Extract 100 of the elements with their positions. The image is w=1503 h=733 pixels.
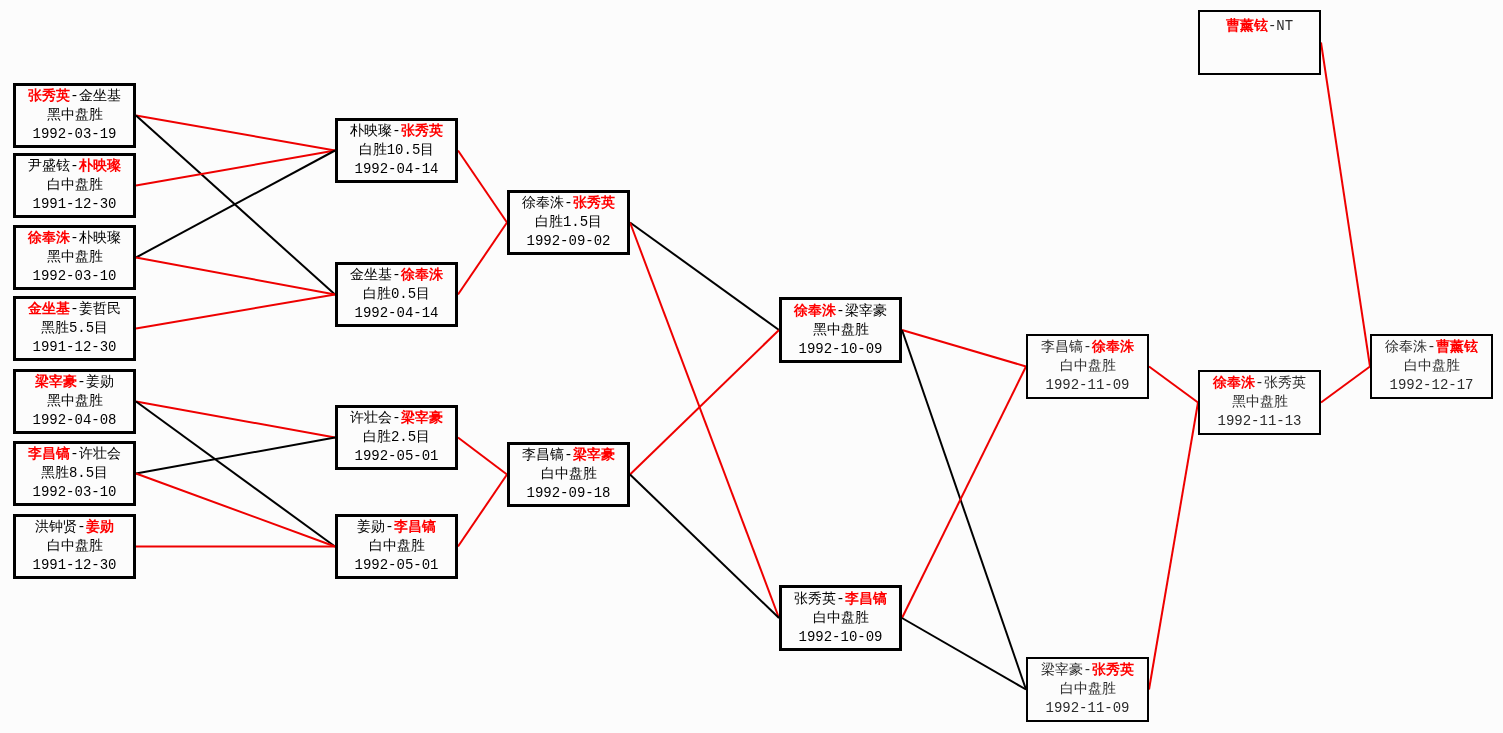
- game-result: 黑胜5.5目: [40, 319, 109, 338]
- player-pairing: 金坐基-姜哲民: [28, 300, 121, 319]
- game-result: 黑中盘胜: [812, 320, 869, 340]
- game-date: 1991-12-30: [32, 338, 117, 357]
- game-date: 1992-12-17: [1389, 376, 1474, 395]
- match-box: [13, 296, 136, 361]
- connector-line: [135, 472, 336, 548]
- player-pairing: 曹薰铉-NT: [1225, 17, 1294, 36]
- connector-line: [135, 114, 336, 296]
- connector-line: [457, 473, 508, 548]
- game-date: 1992-11-13: [1217, 412, 1302, 431]
- match-box: [335, 405, 458, 470]
- player-pairing: 梁宰豪-姜勋: [35, 373, 114, 392]
- match-box: [13, 225, 136, 290]
- game-result: 黑胜8.5目: [40, 464, 109, 483]
- match-box: [1026, 334, 1149, 399]
- player-pairing: 姜勋-李昌镐: [357, 518, 436, 537]
- game-date: 1992-03-19: [32, 125, 117, 144]
- match-box: [335, 514, 458, 579]
- player-pairing: 张秀英-金坐基: [28, 87, 121, 106]
- player-pairing: 徐奉洙-张秀英: [522, 194, 615, 213]
- game-result: 白中盘胜: [1059, 357, 1116, 376]
- connector-line: [1148, 365, 1199, 404]
- game-result: 黑中盘胜: [46, 106, 103, 125]
- match-box: [13, 369, 136, 434]
- match-box: [13, 441, 136, 506]
- connector-line: [629, 329, 780, 476]
- connector-line: [629, 221, 780, 331]
- player-pairing: 张秀英-李昌镐: [794, 589, 887, 609]
- game-result: 黑中盘胜: [46, 248, 103, 267]
- connector-line: [135, 545, 336, 548]
- game-date: 1991-12-30: [32, 556, 117, 575]
- player-pairing: 李昌镐-许壮会: [28, 445, 121, 464]
- game-result: 白胜10.5目: [358, 141, 435, 160]
- game-result: 白中盘胜: [46, 176, 103, 195]
- game-result: 白胜2.5目: [362, 428, 431, 447]
- player-pairing: 梁宰豪-张秀英: [1041, 661, 1134, 680]
- game-date: 1992-10-09: [798, 627, 883, 647]
- game-date: 1992-04-14: [354, 160, 439, 179]
- match-box: [335, 118, 458, 183]
- connector-line: [135, 256, 336, 296]
- connector-line: [135, 400, 336, 439]
- player-pairing: 李昌镐-徐奉洙: [1041, 338, 1134, 357]
- match-box: [507, 190, 630, 255]
- player-pairing: 徐奉洙-朴映璨: [28, 229, 121, 248]
- player-pairing: 徐奉洙-张秀英: [1213, 374, 1306, 393]
- game-date: 1991-12-30: [32, 195, 117, 214]
- player-pairing: 洪钟贤-姜勋: [35, 518, 114, 537]
- connector-line: [457, 149, 508, 224]
- game-date: 1992-05-01: [354, 556, 439, 575]
- connector-line: [1320, 365, 1371, 404]
- game-result: 黑中盘胜: [1231, 393, 1288, 412]
- connector-line: [135, 149, 336, 259]
- game-result: 白中盘胜: [540, 465, 597, 484]
- match-box: [335, 262, 458, 327]
- game-result: 白中盘胜: [368, 537, 425, 556]
- game-date: 1992-04-08: [32, 411, 117, 430]
- connector-line: [457, 221, 508, 296]
- connector-line: [901, 365, 1027, 619]
- match-box: [1198, 10, 1321, 75]
- game-date: 1992-03-10: [32, 483, 117, 502]
- connector-line: [135, 293, 336, 330]
- match-box: [1370, 334, 1493, 399]
- game-date: 1992-04-14: [354, 304, 439, 323]
- game-date: 1992-11-09: [1045, 699, 1130, 718]
- game-date: 1992-05-01: [354, 447, 439, 466]
- player-pairing: 许壮会-梁宰豪: [350, 409, 443, 428]
- game-result: 白中盘胜: [46, 537, 103, 556]
- player-pairing: 朴映璨-张秀英: [350, 122, 443, 141]
- connector-line: [629, 221, 780, 619]
- player-pairing: 徐奉洙-梁宰豪: [794, 301, 887, 321]
- player-pairing: 金坐基-徐奉洙: [350, 266, 443, 285]
- game-result: 黑中盘胜: [46, 392, 103, 411]
- match-box: [507, 442, 630, 507]
- connector-line: [135, 400, 336, 548]
- connector-line: [135, 149, 336, 187]
- match-box: [13, 153, 136, 218]
- player-pairing: 李昌镐-梁宰豪: [522, 446, 615, 465]
- connector-line: [901, 329, 1027, 691]
- match-box: [13, 83, 136, 148]
- player-pairing: 徐奉洙-曹薰铉: [1385, 338, 1478, 357]
- game-date: 1992-09-02: [526, 232, 611, 251]
- match-box: [1198, 370, 1321, 435]
- connector-line: [135, 436, 336, 475]
- game-result: 白中盘胜: [1059, 680, 1116, 699]
- connector-line: [629, 473, 780, 619]
- game-result: 白中盘胜: [812, 608, 869, 628]
- match-box: [13, 514, 136, 579]
- connector-line: [135, 114, 336, 152]
- match-box: [779, 297, 902, 363]
- game-date: 1992-10-09: [798, 339, 883, 359]
- match-box: [779, 585, 902, 651]
- player-pairing: 尹盛铉-朴映璨: [28, 157, 121, 176]
- connector-line: [901, 329, 1027, 368]
- game-result: 白中盘胜: [1403, 357, 1460, 376]
- match-box: [1026, 657, 1149, 722]
- game-date: 1992-09-18: [526, 484, 611, 503]
- game-date: 1992-11-09: [1045, 376, 1130, 395]
- game-result: 白胜0.5目: [362, 285, 431, 304]
- connector-line: [901, 617, 1027, 691]
